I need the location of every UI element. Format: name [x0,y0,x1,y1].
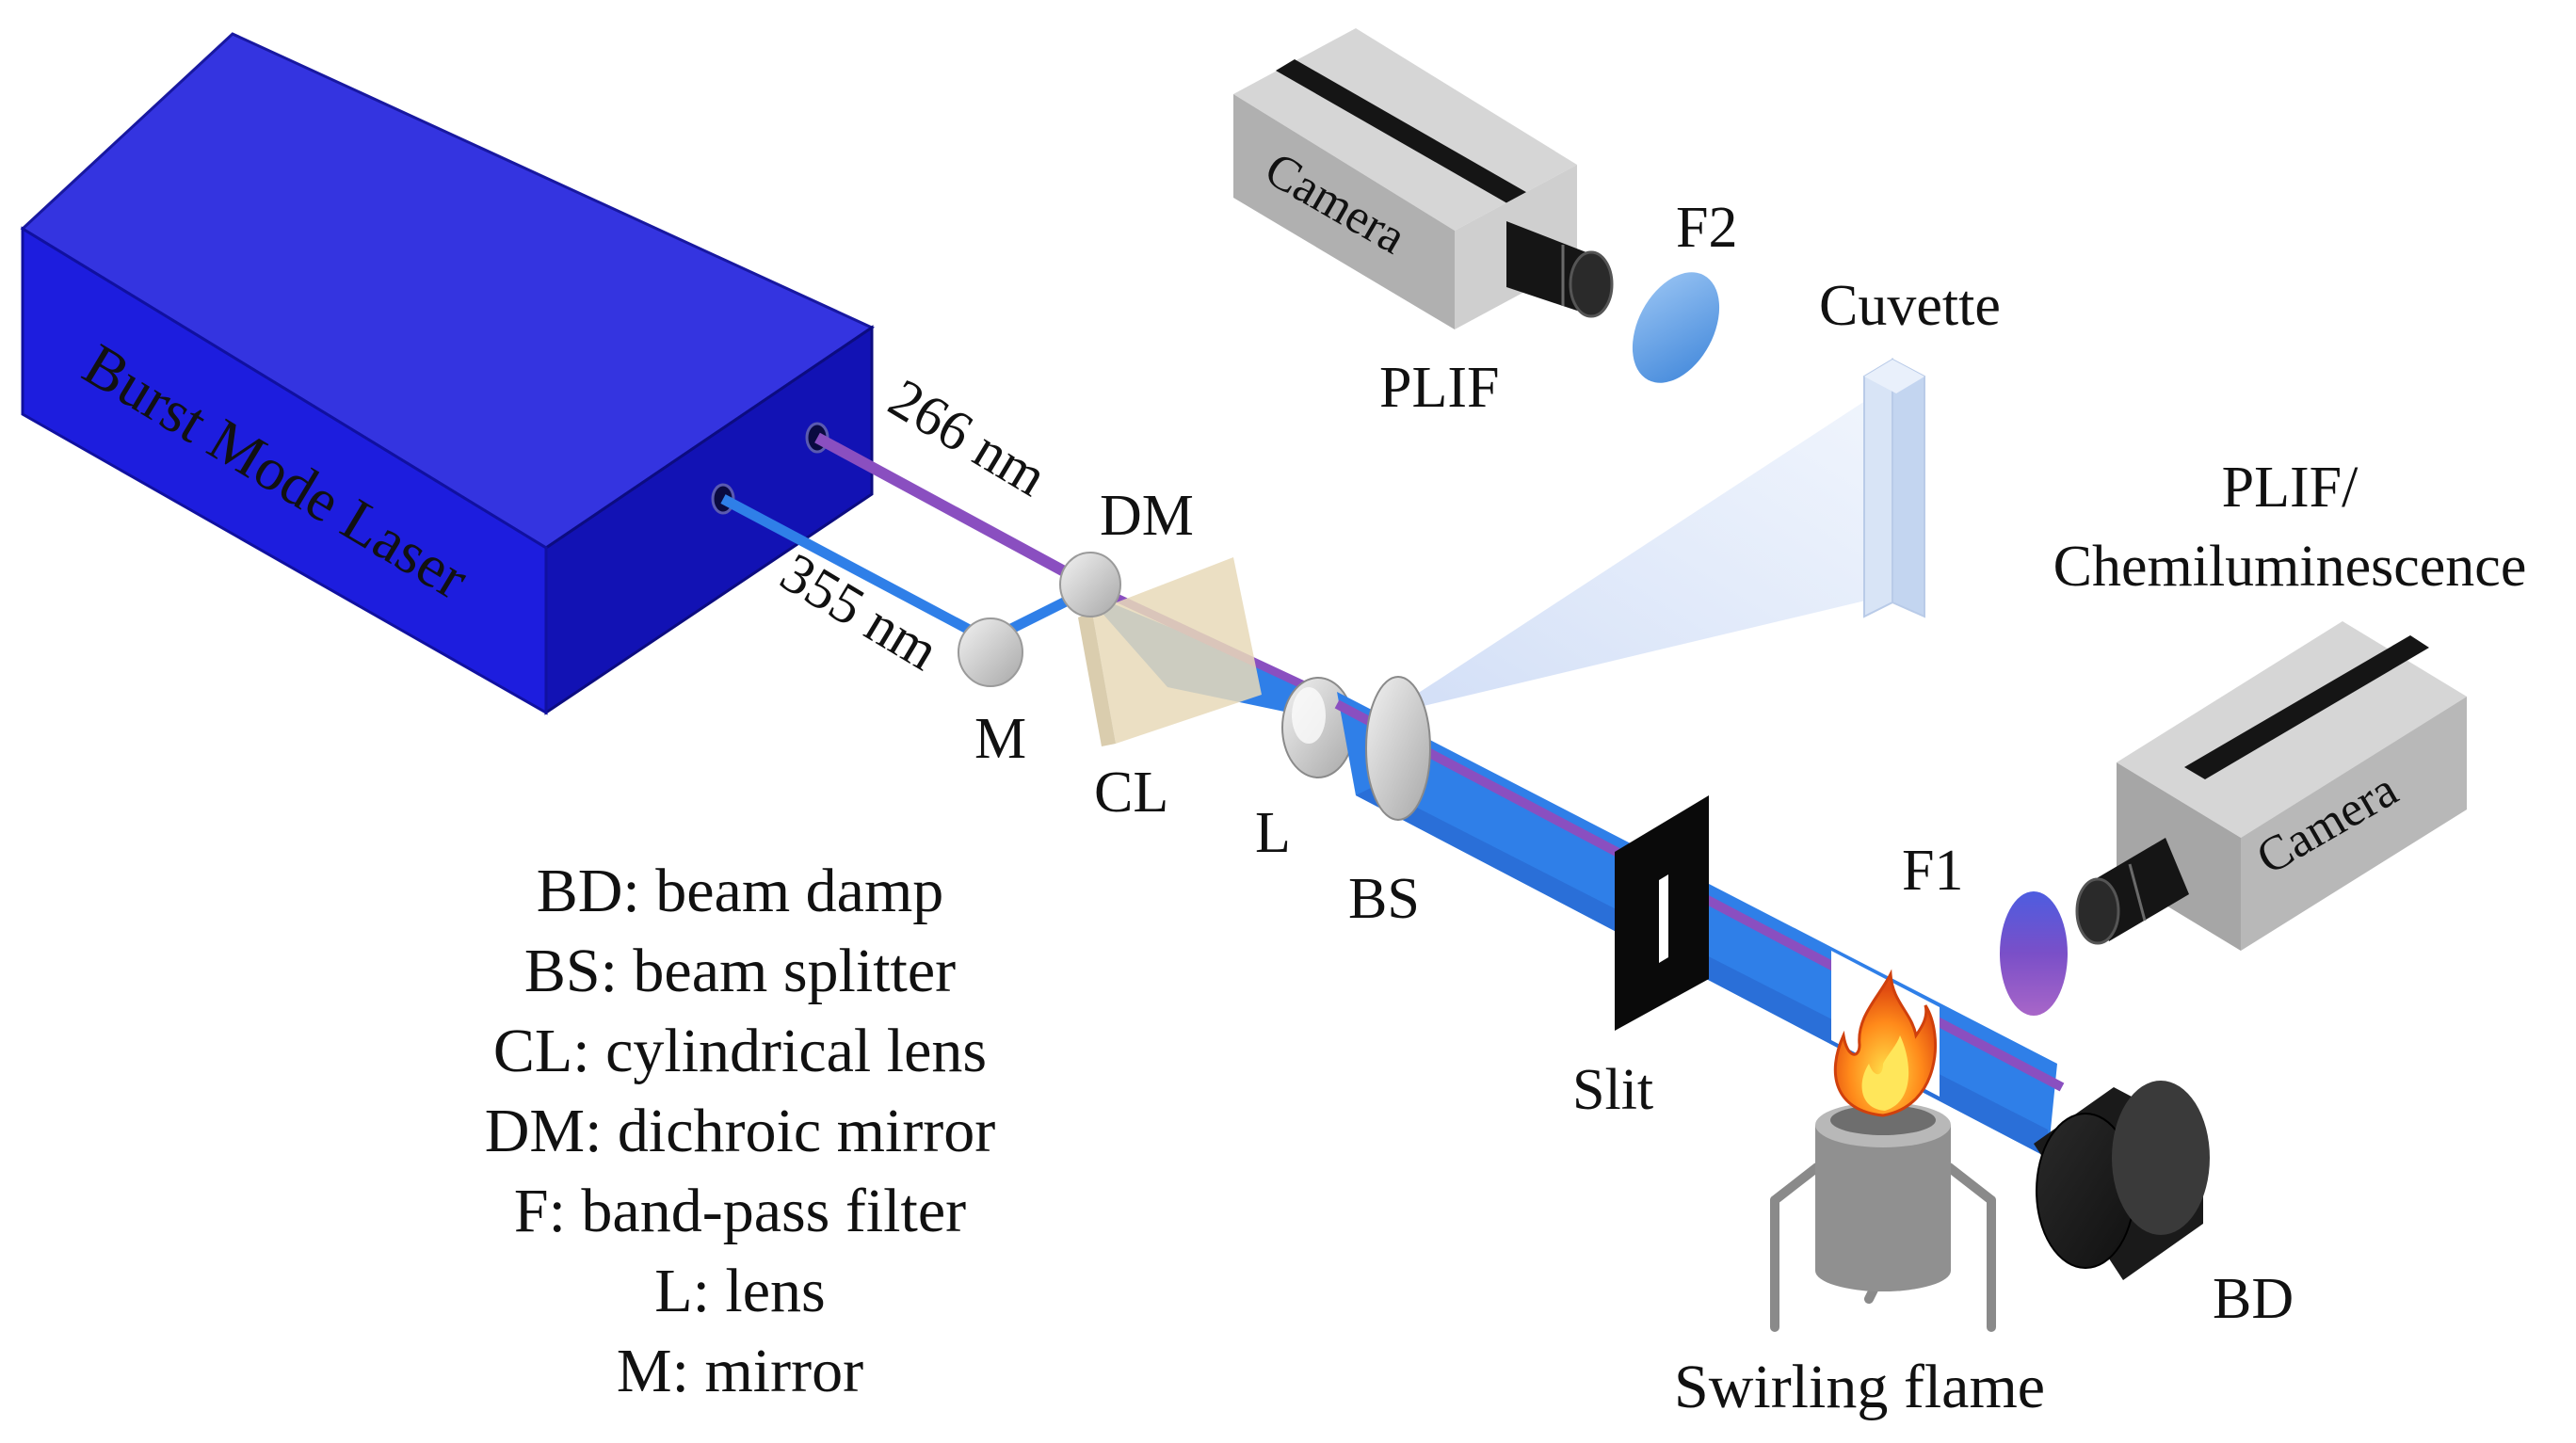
cuvette-side [1892,358,1925,618]
laser-box: Burst Mode Laser [20,32,876,715]
legend: BD: beam damp BS: beam splitter CL: cyli… [485,857,996,1405]
mirror [958,617,1023,687]
legend-item: L: lens [654,1257,825,1325]
flame-icon [1833,969,1937,1117]
cylindrical-lens [1092,557,1262,744]
beam-damp-back [2112,1081,2210,1235]
label-camera-top: PLIF [1379,356,1499,420]
burner-rim [1830,1105,1936,1135]
slit [1615,795,1709,1031]
legend-item: BD: beam damp [537,857,944,925]
label-swirling-flame: Swirling flame [1674,1353,2045,1421]
legend-item: CL: cylindrical lens [493,1017,987,1085]
label-camera-right-line2: Chemiluminescence [2053,535,2527,599]
label-f2: F2 [1676,196,1737,260]
filter-f1 [2000,891,2068,1016]
label-bd: BD [2213,1267,2294,1331]
slit-opening [1659,874,1668,963]
label-dm: DM [1100,484,1194,548]
camera-right: Camera [2075,621,2467,951]
cuvette-front [1863,358,1893,618]
camera-top-lens [1506,221,1614,318]
swirling-flame-burner [1770,969,1996,1332]
label-355nm: 355 nm [770,541,949,682]
burner-bottom [1815,1250,1951,1291]
beam-splitter [1365,676,1431,821]
camera-top: Camera [1233,28,1614,329]
label-f1: F1 [1902,839,1963,903]
burner-body [1815,1125,1951,1271]
camera-right-front-face [2241,697,2467,951]
cylindrical-lens-edge [1078,612,1116,746]
legend-item: DM: dichroic mirror [485,1097,996,1165]
camera-right-lens [2075,838,2189,945]
cuvette-reflection-sheet [1384,395,1897,715]
label-bs: BS [1348,867,1420,931]
legend-item: M: mirror [617,1337,863,1405]
label-l: L [1255,801,1291,865]
flame-core [1861,1035,1909,1111]
label-slit: Slit [1572,1058,1653,1122]
camera-right-side-face [2117,762,2241,951]
cuvette [1863,358,1925,618]
legend-item: F: band-pass filter [514,1177,966,1245]
lens-highlight [1292,687,1326,744]
camera-right-stripe [2184,635,2429,779]
camera-top-stripe [1276,59,1544,214]
label-m: M [974,707,1026,771]
label-cuvette: Cuvette [1819,274,2001,338]
dichroic-mirror [1059,552,1121,617]
camera-top-front-face [1233,94,1455,329]
laser-front-face [21,226,548,715]
label-cl: CL [1094,761,1168,825]
cuvette-top [1864,360,1924,393]
beam-266-from-laser [814,432,1093,591]
legend-item: BS: beam splitter [524,937,956,1005]
label-camera-right-line1: PLIF/ [2222,456,2359,520]
filter-f2 [1632,272,1720,383]
beam-damp [2034,1081,2210,1280]
